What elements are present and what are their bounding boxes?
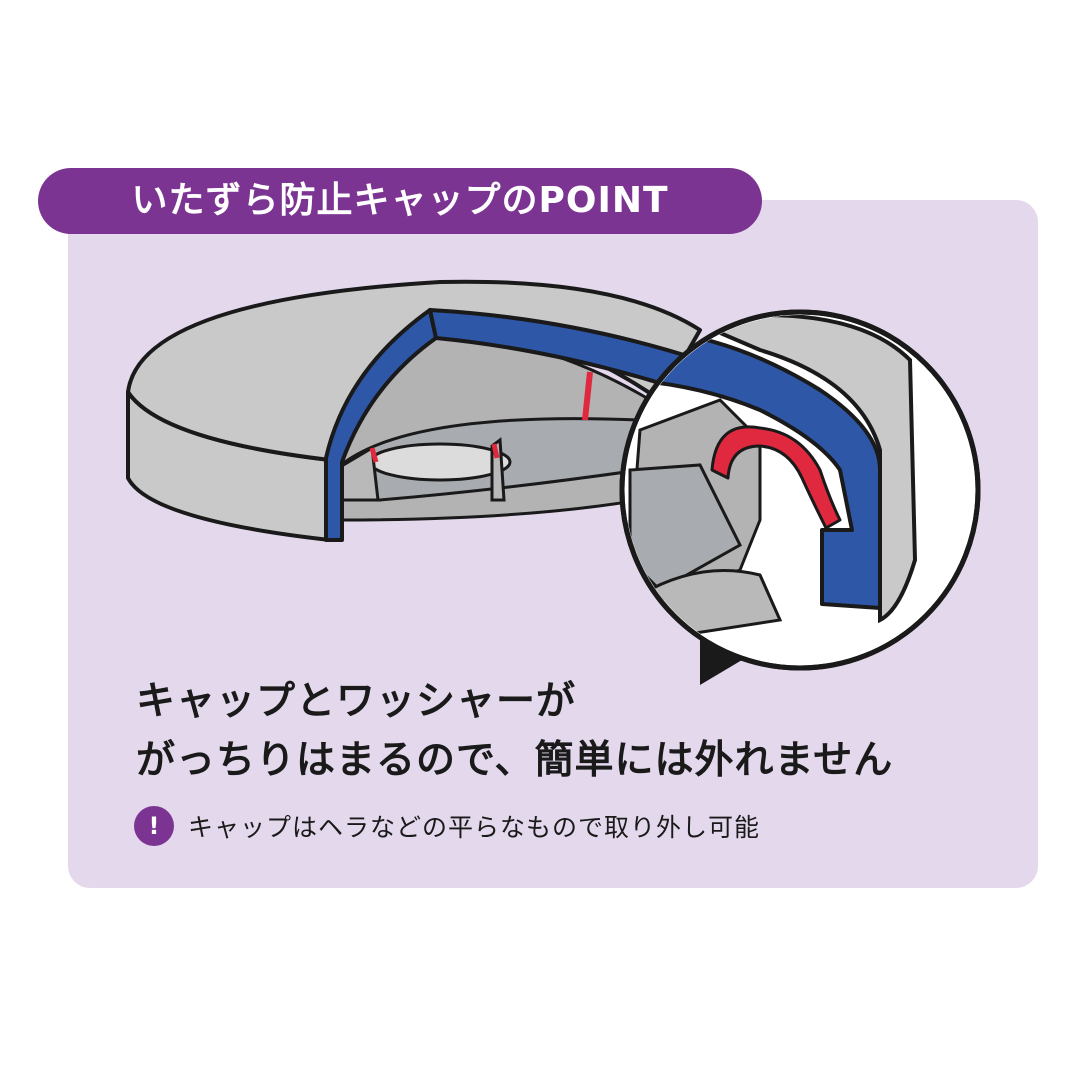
zoom-cap-section <box>628 328 882 610</box>
exclamation-icon: ! <box>134 806 174 846</box>
headline-line-1: キャップとワッシャーが <box>136 679 577 724</box>
washer-hook <box>710 425 842 530</box>
headline: キャップとワッシャーが がっちりはまるので、簡単には外れません <box>136 672 1016 790</box>
page-title: いたずら防止キャップのPOINT <box>38 168 762 234</box>
headline-line-2: がっちりはまるので、簡単には外れません <box>136 738 894 783</box>
note: ! キャップはヘラなどの平らなもので取り外し可能 <box>134 806 760 846</box>
inner-hole <box>368 442 512 482</box>
zoom-detail <box>628 315 918 642</box>
zoom-pointer <box>700 640 742 685</box>
note-text: キャップはヘラなどの平らなもので取り外し可能 <box>188 813 761 842</box>
